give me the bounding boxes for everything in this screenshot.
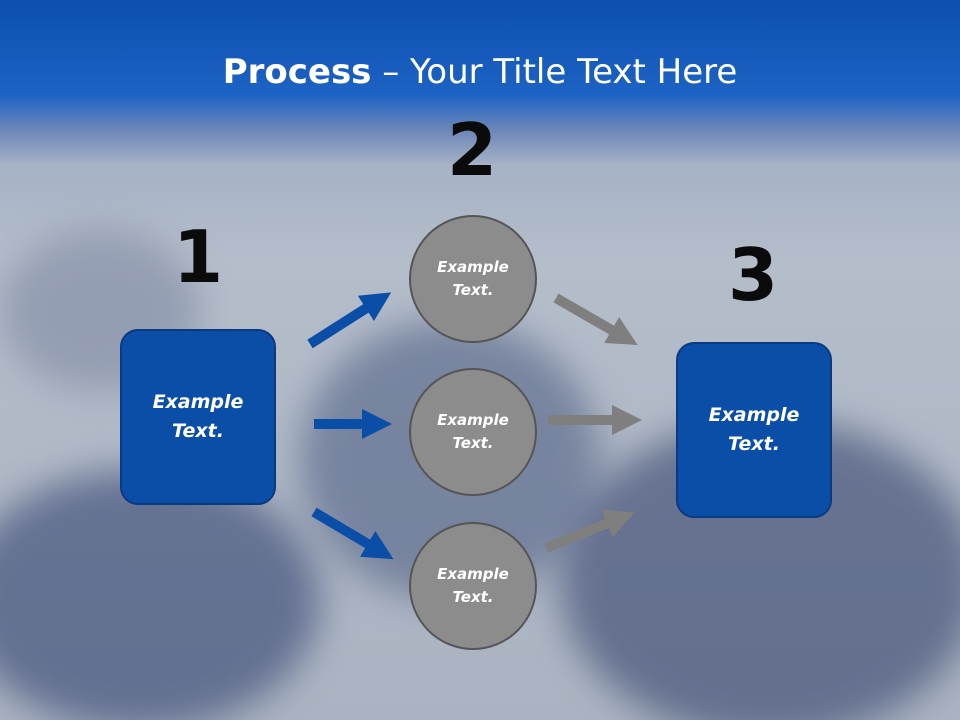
step-1-number: 1 (172, 215, 224, 299)
slide-title: Process – Your Title Text Here (0, 52, 960, 92)
step-2-circle-top: Example Text. (409, 215, 537, 343)
step-1-box: Example Text. (120, 329, 276, 505)
step-3-number: 3 (727, 233, 779, 317)
arrow-blue-down (311, 507, 394, 560)
title-rest: – Your Title Text Here (371, 52, 738, 92)
title-bold: Process (222, 52, 372, 92)
arrow-blue-up (307, 292, 392, 349)
background-crowd (0, 470, 320, 720)
step-3-box: Example Text. (676, 342, 832, 518)
step-2-circle-middle-text: Example Text. (437, 411, 509, 452)
step-2-circle-middle: Example Text. (409, 368, 537, 496)
step-2-circle-bottom: Example Text. (409, 522, 537, 650)
step-3-text: Example Text. (708, 404, 800, 455)
step-2-circle-top-text: Example Text. (437, 258, 509, 299)
step-2-number: 2 (446, 108, 498, 192)
arrow-gray-down (553, 293, 638, 345)
step-1-text: Example Text. (152, 391, 244, 442)
step-2-circle-bottom-text: Example Text. (437, 565, 509, 606)
arrow-gray-up (544, 509, 635, 553)
